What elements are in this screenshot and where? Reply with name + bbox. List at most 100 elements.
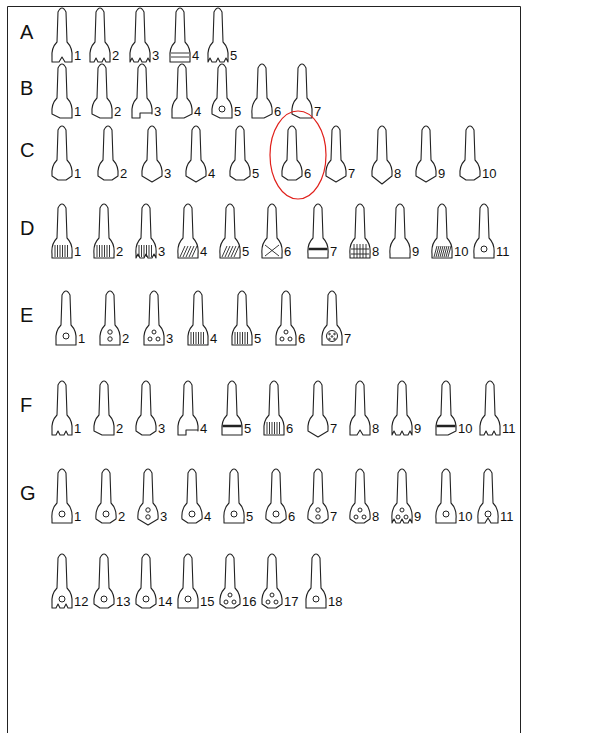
- type-number: 4: [200, 422, 207, 435]
- tooth-mark: [235, 332, 236, 344]
- tooth-mark: [234, 246, 239, 257]
- tooth-mark: [141, 245, 142, 257]
- inlay-mark: [274, 600, 278, 604]
- inlay-mark: [219, 106, 225, 112]
- tooth-outline: [276, 291, 296, 345]
- tooth-outline: [52, 126, 72, 180]
- inlay-mark: [189, 511, 195, 517]
- tooth-figure: [308, 204, 328, 258]
- tooth-outline: [170, 8, 190, 62]
- tooth-outline: [308, 381, 328, 437]
- tooth-figure: [52, 554, 72, 608]
- tooth-figure: [178, 554, 198, 608]
- tooth-figure: [132, 64, 152, 118]
- type-number: 1: [74, 49, 81, 62]
- tooth-mark: [437, 425, 456, 428]
- tooth-outline: [262, 204, 282, 258]
- tooth-figure: [52, 469, 72, 523]
- tooth-mark: [151, 245, 152, 257]
- type-number: 1: [74, 245, 81, 258]
- tooth-outline: [390, 204, 410, 258]
- tooth-figure: [392, 381, 412, 435]
- tooth-outline: [56, 291, 76, 345]
- inlay-mark: [63, 333, 69, 339]
- type-number: 3: [158, 245, 165, 258]
- tooth-mark: [279, 422, 280, 434]
- tooth-figure: [306, 554, 326, 608]
- tooth-mark: [351, 249, 369, 250]
- type-number: 9: [438, 167, 445, 180]
- tooth-figure: [308, 381, 328, 437]
- type-number: 6: [286, 422, 293, 435]
- type-number: 6: [298, 332, 305, 345]
- tooth-outline: [188, 291, 208, 345]
- tooth-outline: [94, 554, 114, 608]
- inlay-mark: [270, 593, 274, 597]
- tooth-outline: [292, 64, 312, 118]
- inlay-mark: [400, 508, 404, 512]
- type-number: 7: [314, 105, 321, 118]
- tooth-outline: [416, 126, 436, 182]
- inlay-mark: [327, 331, 338, 342]
- tooth-outline: [52, 554, 72, 608]
- tooth-mark: [245, 332, 246, 344]
- tooth-figure: [308, 469, 328, 523]
- tooth-mark: [144, 245, 145, 257]
- tooth-figure: [52, 126, 72, 180]
- inlay-mark: [334, 338, 336, 340]
- inlay-mark: [284, 330, 288, 334]
- type-number: 1: [74, 167, 81, 180]
- tooth-outline: [100, 291, 120, 345]
- type-number: 5: [252, 167, 259, 180]
- type-number: 10: [458, 422, 472, 435]
- type-number: 17: [284, 595, 298, 608]
- tooth-outline: [186, 126, 206, 182]
- tooth-figure: [94, 381, 114, 435]
- tooth-figure: [350, 204, 370, 258]
- tooth-mark: [171, 57, 189, 58]
- tooth-outline: [306, 554, 326, 608]
- tooth-outline: [138, 469, 158, 525]
- inlay-mark: [231, 511, 237, 517]
- inlay-mark: [59, 596, 65, 602]
- type-number: 5: [246, 510, 253, 523]
- tooth-mark: [99, 245, 100, 257]
- tooth-outline: [432, 204, 452, 258]
- type-number: 8: [372, 245, 379, 258]
- frame-line: [8, 7, 521, 733]
- type-number: 8: [372, 510, 379, 523]
- type-number: 1: [74, 510, 81, 523]
- tooth-figure: [178, 204, 198, 258]
- tooth-figure: [52, 64, 72, 118]
- tooth-outline: [252, 64, 272, 118]
- tooth-mark: [65, 245, 66, 257]
- type-number: 3: [158, 422, 165, 435]
- tooth-mark: [247, 332, 248, 344]
- tooth-outline: [178, 554, 198, 608]
- tooth-outline: [52, 8, 72, 62]
- tooth-mark: [62, 245, 63, 257]
- inlay-mark: [288, 337, 292, 341]
- tooth-figure: [52, 204, 72, 258]
- inlay-mark: [354, 515, 358, 519]
- tooth-figure: [224, 469, 244, 523]
- tooth-figure: [136, 554, 156, 608]
- tooth-outline: [98, 126, 118, 180]
- tooth-outline: [136, 204, 156, 258]
- tooth-mark: [237, 332, 238, 344]
- tooth-mark: [240, 332, 241, 344]
- type-number: 11: [500, 510, 514, 523]
- tooth-figure: [208, 8, 228, 62]
- tooth-figure: [474, 204, 494, 258]
- inlay-mark: [224, 600, 228, 604]
- type-number: 12: [74, 595, 88, 608]
- type-number: 2: [116, 422, 123, 435]
- tooth-outline: [52, 64, 72, 118]
- tooth-figure: [266, 469, 286, 523]
- tooth-mark: [146, 245, 147, 257]
- tooth-outline: [460, 126, 480, 180]
- type-number: 10: [454, 245, 468, 258]
- tooth-mark: [186, 246, 191, 257]
- type-number: 3: [154, 105, 161, 118]
